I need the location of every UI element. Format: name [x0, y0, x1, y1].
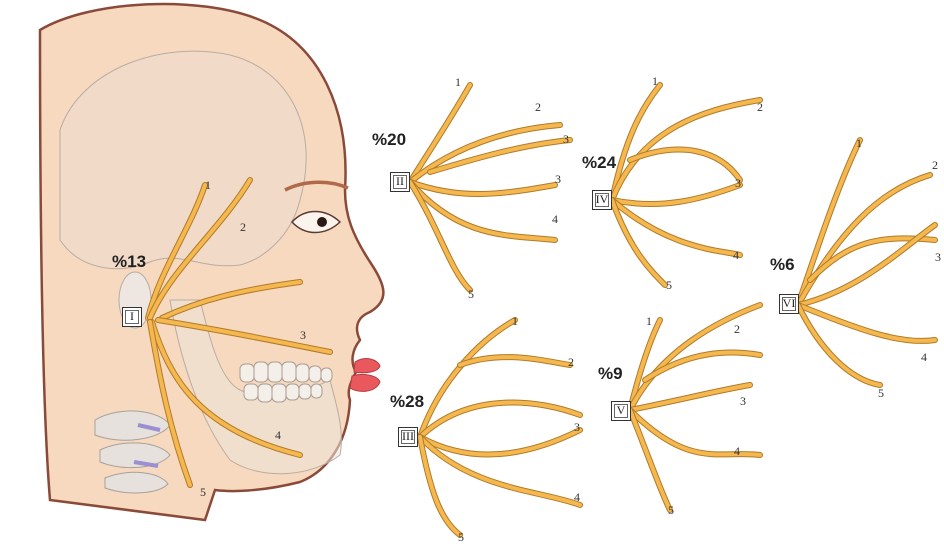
lips: [350, 359, 380, 392]
type5-branch-number-5: 5: [668, 503, 674, 518]
type3-branch-3: [420, 403, 580, 437]
type2-percentage: %20: [372, 130, 406, 150]
type2-branch-number-2: 2: [535, 100, 541, 115]
type4-branch-number-5: 5: [666, 278, 672, 293]
type3-branch-4: [420, 430, 580, 455]
type1-branch-number-5: 5: [200, 485, 206, 500]
type6-branch-number-1: 1: [856, 136, 862, 151]
type5-branch-number-3: 3: [740, 394, 746, 409]
type4-percentage: %24: [582, 153, 616, 173]
type5-label: V: [617, 403, 626, 417]
type3-label-box: III: [398, 427, 418, 447]
type6-branch-number-4: 4: [921, 350, 927, 365]
type3-branch-number-5: 5: [458, 530, 464, 545]
type1-branch-number-3: 3: [300, 328, 306, 343]
type3-branch-number-2: 2: [568, 355, 574, 370]
type3-branch-number-4: 4: [574, 490, 580, 505]
type4-branch-number-3: 3: [735, 176, 741, 191]
type2-label: II: [396, 174, 404, 188]
type2-branch-4: [410, 182, 555, 194]
type1-branch-number-1: 1: [205, 178, 211, 193]
type2-branch-number-3: 3: [563, 132, 569, 147]
type4-branch-outline: [612, 200, 665, 285]
type2-branch-number-3: 3: [555, 172, 561, 187]
type4-branch-number-1: 1: [652, 74, 658, 89]
type4-branch-3: [630, 150, 740, 180]
type4-label: IV: [596, 192, 609, 206]
type6-branch-number-5: 5: [878, 386, 884, 401]
type5-branch-number-1: 1: [646, 314, 652, 329]
cervical-spine: [95, 411, 170, 493]
type3-branch-2: [460, 357, 570, 365]
type2-branch-number-1: 1: [455, 75, 461, 90]
type1-label-box: I: [122, 307, 142, 327]
type6-label-box: VI: [779, 294, 799, 314]
type5-branch-4: [630, 385, 750, 410]
type4-branch-number-2: 2: [757, 100, 763, 115]
head-illustration: [40, 4, 383, 520]
type3-branch-1: [420, 320, 515, 437]
type3-percentage: %28: [390, 392, 424, 412]
type4-label-box: IV: [592, 190, 612, 210]
type1-branch-number-4: 4: [275, 428, 281, 443]
type3-branch-outline: [420, 320, 515, 437]
type5-label-box: V: [611, 401, 631, 421]
type6-branch-number-2: 2: [932, 158, 938, 173]
type6-branch-number-3: 3: [935, 250, 941, 265]
type2-branch-number-4: 4: [552, 212, 558, 227]
type6-branch-6: [798, 305, 880, 385]
type1-label: I: [130, 309, 134, 323]
type1-percentage: %13: [112, 252, 146, 272]
type3-branch-number-1: 1: [512, 314, 518, 329]
type5-branch-5: [630, 410, 760, 455]
pupil: [317, 217, 327, 227]
type3-label: III: [402, 429, 414, 443]
type2-branch-number-5: 5: [468, 287, 474, 302]
type1-branch-number-2: 2: [240, 220, 246, 235]
type6-percentage: %6: [770, 255, 795, 275]
type5-percentage: %9: [598, 364, 623, 384]
type5-branch-number-4: 4: [734, 444, 740, 459]
type2-label-box: II: [390, 172, 410, 192]
type3-branch-number-3: 3: [574, 420, 580, 435]
type4-branch-number-4: 4: [733, 248, 739, 263]
type6-branch-outline: [798, 305, 880, 385]
type5-branch-number-2: 2: [734, 322, 740, 337]
type5-branch-outline: [630, 410, 760, 455]
type6-label: VI: [783, 296, 796, 310]
